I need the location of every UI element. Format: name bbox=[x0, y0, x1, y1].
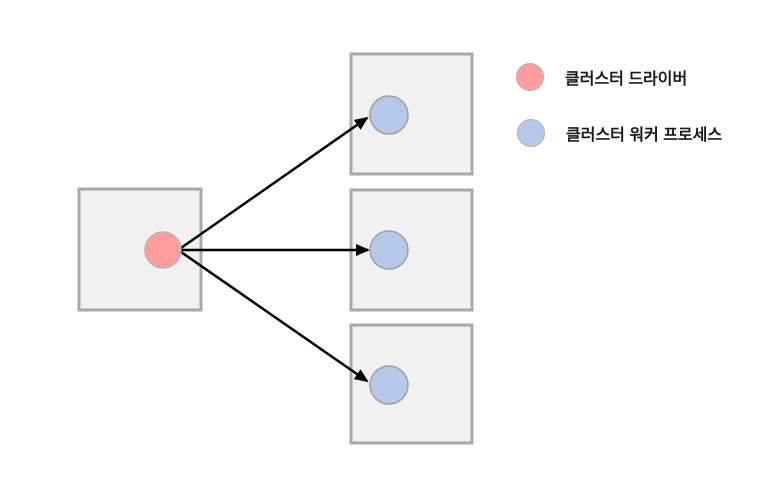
worker-swatch-circle bbox=[517, 119, 545, 147]
cluster-worker-circle-1 bbox=[369, 95, 409, 135]
cluster-driver-circle bbox=[144, 231, 182, 269]
arrow-driver-to-worker-3 bbox=[180, 250, 369, 383]
cluster-worker-circle-3 bbox=[369, 365, 409, 405]
legend-label-driver: 클러스터 드라이버 bbox=[565, 71, 688, 88]
worker-node-box-3 bbox=[349, 323, 474, 445]
legend-item-worker: 클러스터 워커 프로세스 bbox=[517, 119, 722, 147]
worker-node-box-1 bbox=[349, 52, 474, 176]
legend-item-driver: 클러스터 드라이버 bbox=[516, 63, 687, 91]
node-boxes-layer bbox=[77, 52, 474, 445]
worker-node-box-2 bbox=[349, 188, 474, 312]
cluster-worker-circle-2 bbox=[369, 230, 409, 270]
legend-label-worker: 클러스터 워커 프로세스 bbox=[566, 127, 723, 144]
arrows-layer bbox=[180, 116, 370, 383]
driver-swatch-circle bbox=[516, 63, 544, 91]
arrow-driver-to-worker-1 bbox=[180, 116, 369, 250]
process-circles-layer bbox=[144, 95, 409, 405]
